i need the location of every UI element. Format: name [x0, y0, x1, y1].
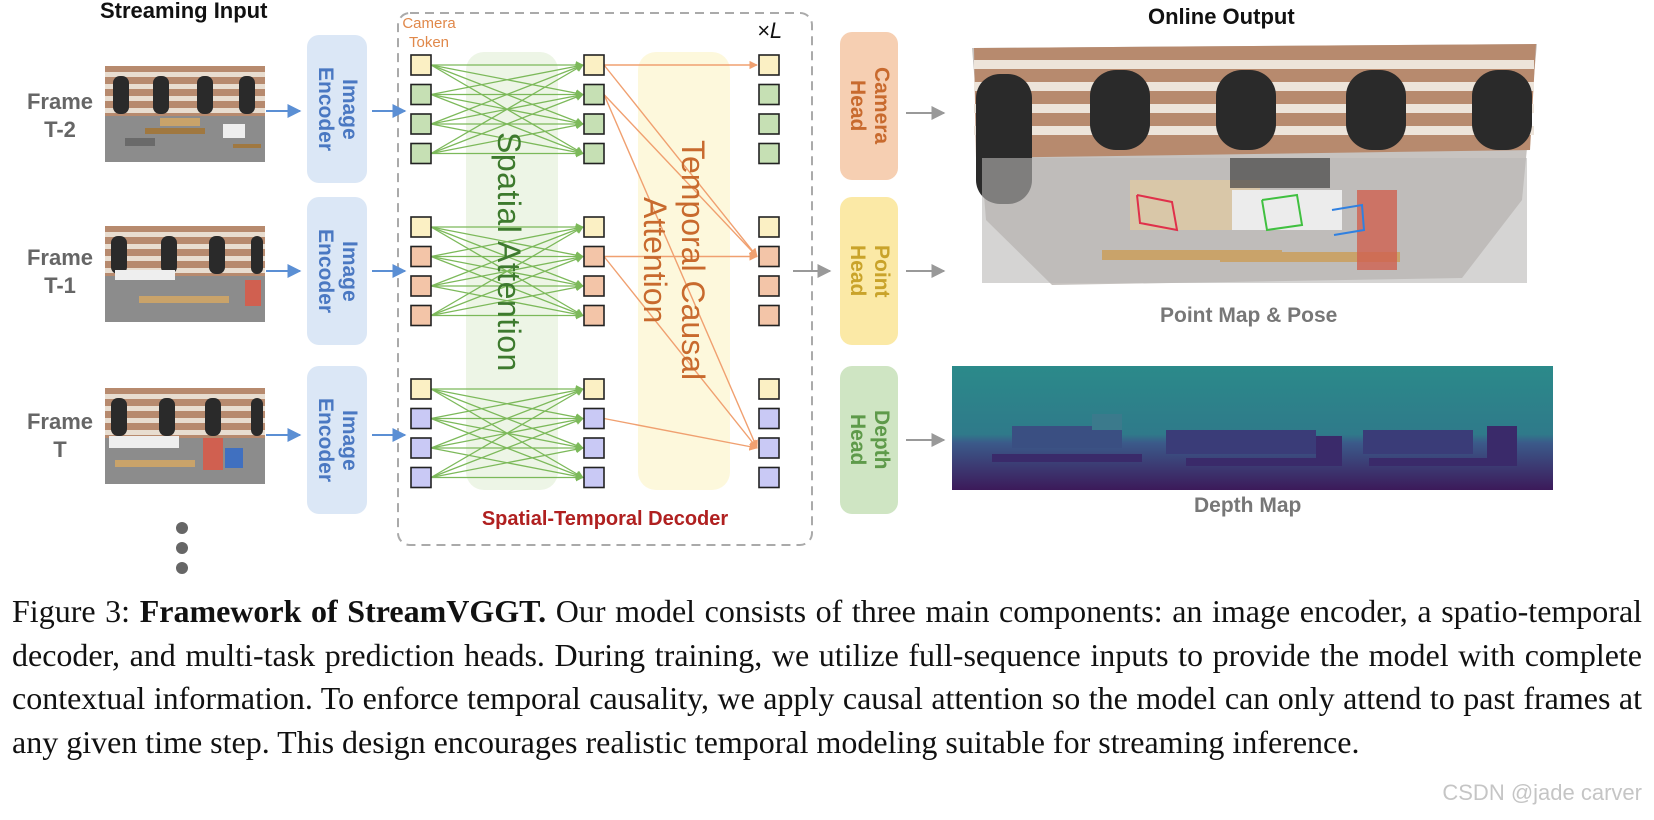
patch-token	[583, 245, 605, 268]
patch-token	[583, 304, 605, 327]
spatial-edge	[430, 388, 584, 479]
spatial-edge	[430, 224, 584, 258]
temporal-edge	[603, 417, 758, 451]
spatial-attention-label: Spatial Attention	[491, 132, 527, 372]
caption-title: Framework of StreamVGGT.	[139, 593, 547, 629]
temporal-attention-label: Temporal Causal Attention	[637, 140, 711, 381]
streaming-input-title: Streaming Input	[100, 0, 268, 23]
camera-token	[410, 216, 432, 238]
patch-token	[583, 142, 605, 165]
frame-thumbnail-t1	[105, 226, 265, 322]
spatial-edge	[430, 64, 584, 155]
depth-map-3	[1359, 366, 1553, 490]
patch-token	[583, 275, 605, 297]
spatial-edge	[430, 225, 584, 287]
decoder-label: Spatial-Temporal Decoder	[481, 508, 729, 530]
patch-token	[410, 437, 432, 459]
image-encoder-t: Image Encoder	[307, 366, 367, 514]
frame-thumbnail-t	[105, 388, 265, 484]
patch-token	[758, 83, 780, 106]
spatial-edge	[430, 387, 584, 449]
caption-label: Figure 3:	[12, 593, 131, 629]
patch-token	[410, 245, 432, 268]
spatial-edge	[430, 93, 584, 155]
camera-token	[583, 216, 605, 238]
patch-token	[758, 275, 780, 297]
spatial-edge	[430, 283, 584, 317]
point-head: Point Head	[840, 197, 898, 345]
temporal-edge	[603, 256, 758, 449]
patch-token	[758, 142, 780, 165]
caption-text: Our model consists of three main compone…	[12, 593, 1643, 760]
temporal-attention-panel	[638, 52, 730, 490]
depth-map-label: Depth Map	[1194, 494, 1302, 517]
patch-token	[758, 407, 780, 430]
patch-token	[410, 113, 432, 135]
point-map-reconstruction	[962, 40, 1542, 290]
patch-token	[583, 83, 605, 106]
figure-caption: Figure 3: Framework of StreamVGGT. Our m…	[12, 590, 1642, 764]
spatial-edge	[430, 63, 584, 125]
more-frames-dots	[176, 522, 188, 574]
temporal-edge	[603, 64, 758, 258]
patch-token	[410, 275, 432, 297]
spatial-attention-panel	[466, 52, 558, 490]
camera-token	[758, 216, 780, 238]
image-encoder-t2: Image Encoder	[307, 35, 367, 183]
patch-token	[758, 245, 780, 268]
decoder-dashed-box	[397, 12, 813, 546]
camera-token	[410, 54, 432, 76]
spatial-edge	[430, 255, 584, 317]
camera-token	[758, 378, 780, 400]
spatial-edge	[430, 121, 584, 155]
camera-token	[583, 54, 605, 76]
temporal-edge	[603, 94, 758, 449]
camera-token	[758, 54, 780, 76]
patch-token	[410, 466, 432, 489]
repeat-times-label: ×L	[757, 18, 783, 43]
spatial-edge	[430, 226, 584, 317]
patch-token	[583, 466, 605, 489]
spatial-edge	[430, 386, 584, 420]
temporal-edge	[603, 94, 758, 258]
image-encoder-t1: Image Encoder	[307, 197, 367, 345]
patch-token	[758, 113, 780, 135]
patch-token	[583, 113, 605, 135]
spatial-edge	[430, 445, 584, 479]
camera-head: Camera Head	[840, 32, 898, 180]
patch-token	[583, 407, 605, 430]
patch-token	[410, 407, 432, 430]
camera-token-label: Camera Token	[402, 15, 456, 51]
camera-token	[410, 378, 432, 400]
patch-token	[410, 304, 432, 327]
patch-token	[410, 83, 432, 106]
patch-token	[410, 142, 432, 165]
camera-token	[583, 378, 605, 400]
online-output-title: Online Output	[1148, 4, 1295, 29]
point-map-label: Point Map & Pose	[1160, 304, 1338, 327]
frame-thumbnail-t2	[105, 66, 265, 162]
patch-token	[583, 437, 605, 459]
patch-token	[758, 466, 780, 489]
patch-token	[758, 437, 780, 459]
depth-head: Depth Head	[840, 366, 898, 514]
depth-map-2	[1156, 366, 1362, 490]
patch-token	[758, 304, 780, 327]
depth-map-1	[952, 366, 1158, 490]
decoder-diagram	[266, 12, 946, 546]
watermark: CSDN @jade carver	[1442, 780, 1642, 805]
spatial-edge	[430, 417, 584, 479]
spatial-edge	[430, 62, 584, 96]
